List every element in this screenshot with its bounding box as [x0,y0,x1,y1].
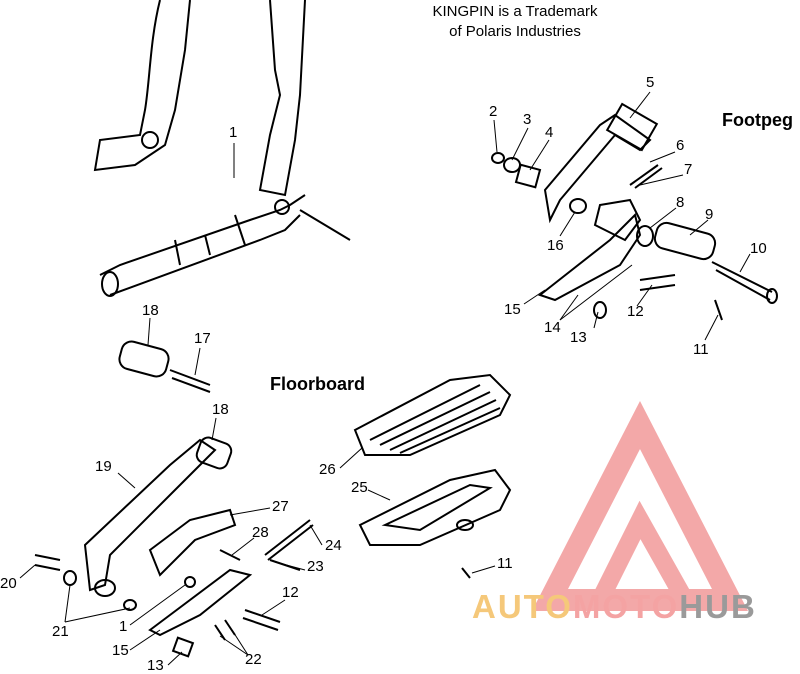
footpeg-heading: Footpeg [722,110,793,130]
callout-10: 10 [750,240,767,257]
callout-11-top: 11 [693,341,709,358]
callout-26: 26 [319,461,336,478]
callout-17: 17 [194,330,211,347]
callout-24: 24 [325,537,342,554]
callout-3: 3 [523,111,532,128]
callout-12-top: 12 [627,303,644,320]
watermark-moto: MOTO [572,588,680,625]
callout-15-top: 15 [504,301,521,318]
callout-12-bottom: 12 [282,584,299,601]
watermark-logo [531,400,749,611]
floorboard-assembly [353,373,512,579]
callout-13-top: 13 [570,329,587,346]
callout-15-bottom: 15 [112,642,129,659]
callout-8: 8 [676,194,685,211]
callout-1-bottom: 1 [119,618,128,635]
frame-drawing [93,0,351,297]
callout-19: 19 [95,458,112,475]
callout-28: 28 [252,524,269,541]
watermark-hub: HUB [679,588,757,625]
callout-23: 23 [307,558,324,575]
trademark-note: KINGPIN is a Trademark of Polaris Indust… [400,2,630,42]
callout-18-a: 18 [142,302,159,319]
callout-22: 22 [245,651,262,668]
callout-4: 4 [545,124,554,141]
callout-11-bottom: 11 [497,555,513,572]
leader-lines [19,91,751,666]
watermark-auto: AUTO [472,588,573,625]
callout-16: 16 [547,237,564,254]
footpeg-assembly [491,102,778,321]
floorboard-heading: Floorboard [270,374,365,394]
watermark-wordmark: AUTOMOTOHUB [472,588,757,626]
trademark-line-1: KINGPIN is a Trademark [432,3,598,20]
callout-6: 6 [676,137,685,154]
callout-9: 9 [705,206,714,223]
callout-27: 27 [272,498,289,515]
callout-5: 5 [646,74,655,91]
callout-2: 2 [489,103,498,120]
callout-13-bottom: 13 [147,657,164,674]
callout-14: 14 [544,319,561,336]
callout-7: 7 [684,161,693,178]
trademark-line-2: of Polaris Industries [449,23,581,40]
callout-1-top: 1 [229,124,238,141]
callout-20: 20 [0,575,17,592]
callout-21: 21 [52,623,69,640]
callout-25: 25 [351,479,368,496]
callout-18-b: 18 [212,401,229,418]
